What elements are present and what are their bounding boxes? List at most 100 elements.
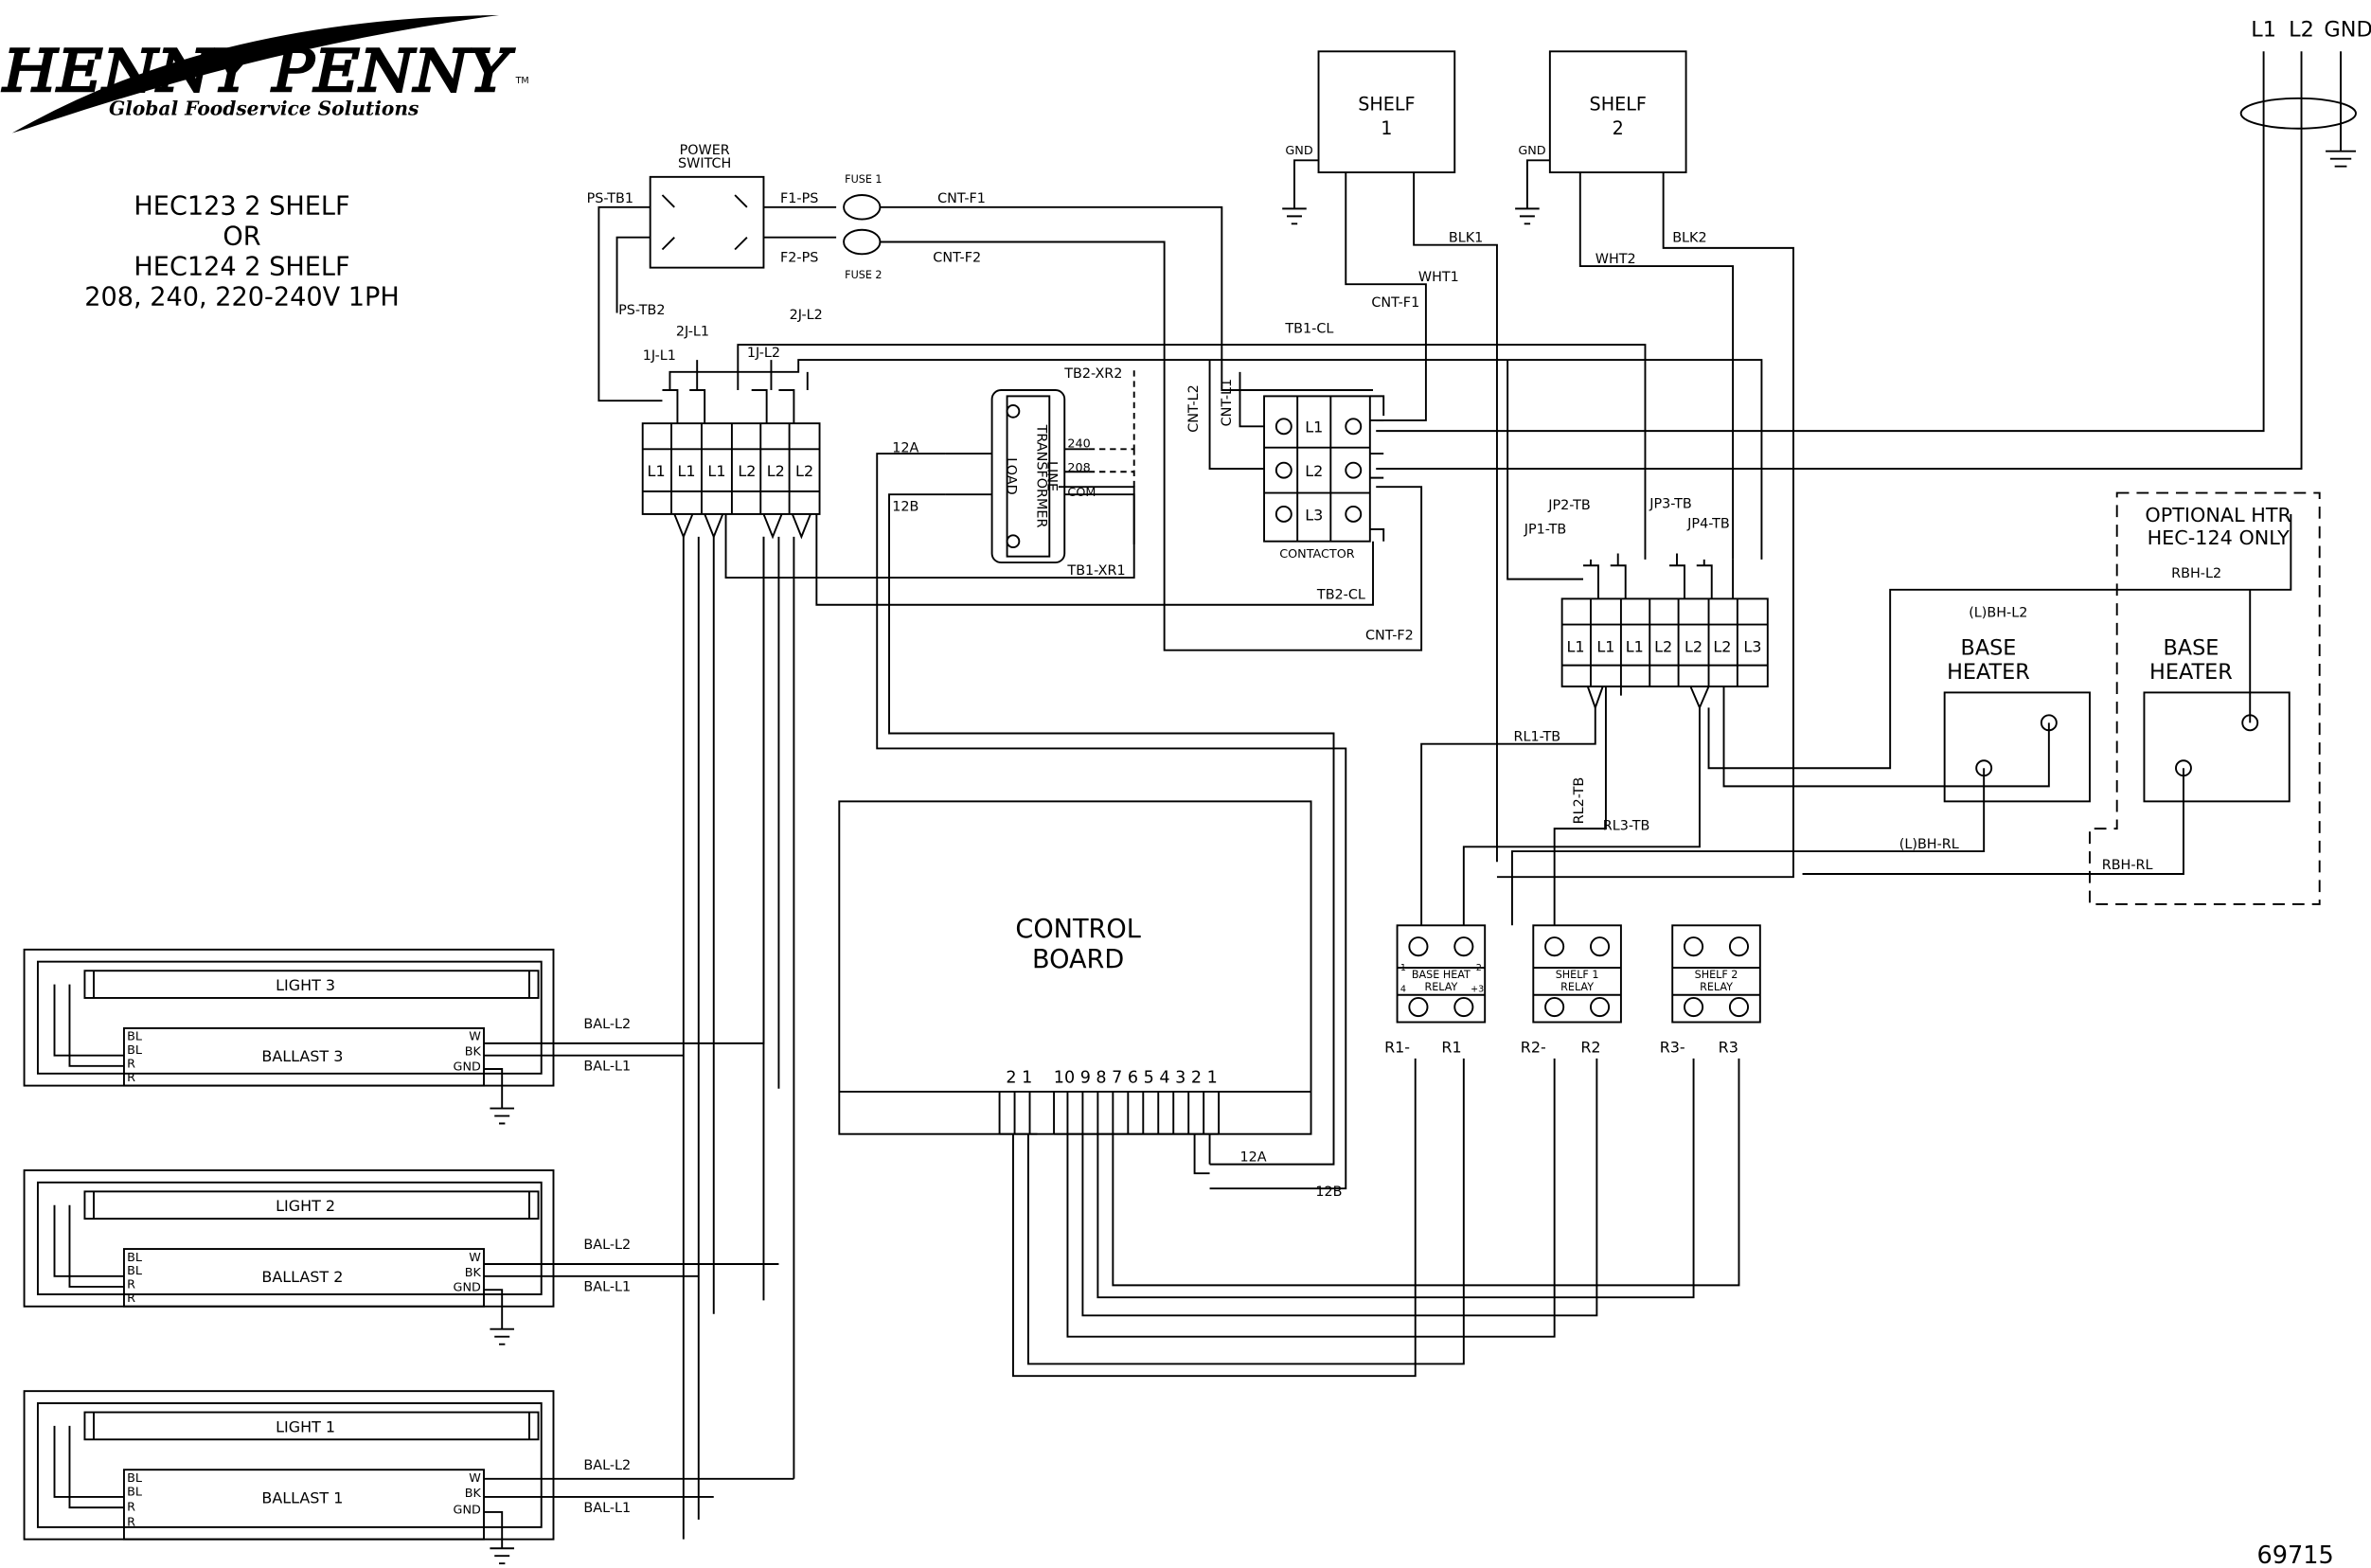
- title-line-4: 208, 240, 220-240V 1PH: [84, 283, 400, 312]
- svg-text:SHELF 2: SHELF 2: [1695, 969, 1738, 981]
- svg-text:1: 1: [1400, 963, 1406, 973]
- fuse-1-label: FUSE 1: [845, 173, 882, 186]
- svg-text:L3: L3: [1743, 637, 1761, 655]
- svg-text:BALLAST 1: BALLAST 1: [261, 1488, 343, 1506]
- svg-text:HEATER: HEATER: [2149, 660, 2233, 685]
- svg-text:BAL-L2: BAL-L2: [583, 1458, 631, 1473]
- svg-text:W: W: [469, 1251, 481, 1265]
- svg-text:RELAY: RELAY: [1560, 981, 1594, 993]
- svg-text:GND: GND: [454, 1060, 481, 1075]
- svg-text:R: R: [127, 1278, 135, 1292]
- light-2-assembly: [23, 1169, 779, 1345]
- terminal-block-right-labels: L1 L1 L1 L2 L2 L2 L3: [1566, 637, 1761, 655]
- svg-text:BAL-L2: BAL-L2: [583, 1238, 631, 1253]
- svg-text:JP3-TB: JP3-TB: [1649, 497, 1692, 512]
- svg-text:GND: GND: [1285, 144, 1312, 158]
- light-1-assembly: [23, 1390, 794, 1565]
- relay-shelf-1: [1532, 924, 1622, 1024]
- svg-text:RL3-TB: RL3-TB: [1603, 819, 1650, 834]
- optional-heater-box: OPTIONAL HTR HEC-124 ONLY: [2088, 491, 2321, 905]
- svg-text:BAL-L1: BAL-L1: [583, 1501, 631, 1516]
- brand-tagline: Global Foodservice Solutions: [109, 97, 419, 119]
- svg-text:1J-L1: 1J-L1: [643, 348, 676, 364]
- control-board: CONTROL BOARD 2 1 10 9 8 7 6 5 4 3 2 1 1…: [838, 800, 1740, 1378]
- svg-text:R2: R2: [1580, 1038, 1600, 1056]
- supply-gnd-label: GND: [2324, 17, 2371, 42]
- svg-text:(L)BH-L2: (L)BH-L2: [1969, 606, 2027, 621]
- svg-text:L2: L2: [1713, 637, 1731, 655]
- base-heater-right: BASE HEATER: [1802, 589, 2291, 875]
- svg-text:JP1-TB: JP1-TB: [1524, 523, 1567, 538]
- ballast-wire-labels: BAL-L2 BAL-L1 BAL-L2 BAL-L1 BAL-L2 BAL-L…: [583, 1017, 631, 1516]
- svg-text:BALLAST 2: BALLAST 2: [261, 1268, 343, 1286]
- svg-text:BL: BL: [127, 1485, 143, 1499]
- svg-text:BL: BL: [127, 1030, 143, 1044]
- svg-text:BK: BK: [465, 1266, 482, 1280]
- svg-text:PS-TB2: PS-TB2: [618, 303, 665, 318]
- svg-text:208: 208: [1067, 461, 1090, 475]
- svg-text:CNT-F2: CNT-F2: [1365, 628, 1414, 643]
- svg-text:L2: L2: [767, 462, 785, 480]
- svg-text:L2: L2: [738, 462, 756, 480]
- svg-text:R: R: [127, 1057, 135, 1071]
- svg-text:BL: BL: [127, 1264, 143, 1278]
- svg-text:L1: L1: [1596, 637, 1614, 655]
- svg-text:12B: 12B: [1315, 1185, 1342, 1200]
- svg-text:LIGHT 2: LIGHT 2: [276, 1197, 335, 1215]
- shelf-1: SHELF 1 GND: [1282, 50, 1498, 863]
- svg-text:R: R: [127, 1515, 135, 1529]
- svg-text:BAL-L1: BAL-L1: [583, 1060, 631, 1075]
- svg-text:CNT-L1: CNT-L1: [1220, 379, 1235, 427]
- svg-text:L1: L1: [707, 462, 725, 480]
- svg-text:LIGHT 1: LIGHT 1: [276, 1417, 335, 1435]
- control-board-line-1: CONTROL: [1015, 915, 1140, 944]
- svg-text:CNT-F1: CNT-F1: [1371, 295, 1419, 311]
- svg-text:F2-PS: F2-PS: [780, 250, 818, 265]
- svg-text:PS-TB1: PS-TB1: [587, 191, 633, 206]
- svg-text:LOAD: LOAD: [1004, 457, 1019, 494]
- brand-logo: HENNY PENNY TM Global Foodservice Soluti…: [1, 14, 529, 134]
- svg-text:COM: COM: [1067, 486, 1096, 500]
- svg-text:RL2-TB: RL2-TB: [1572, 777, 1587, 825]
- svg-text:HEC-124 ONLY: HEC-124 ONLY: [2148, 526, 2291, 549]
- svg-text:BK: BK: [465, 1045, 482, 1060]
- diagram-title: HEC123 2 SHELF OR HEC124 2 SHELF 208, 24…: [84, 192, 400, 312]
- svg-text:L1: L1: [677, 462, 695, 480]
- ballast-pin-labels: BL BL R R W BK GND BL BL R R W BK GND BL…: [127, 1030, 481, 1530]
- svg-text:BASE: BASE: [2163, 635, 2219, 660]
- light-labels: LIGHT 3 BALLAST 3 LIGHT 2 BALLAST 2 LIGH…: [261, 976, 343, 1506]
- svg-text:SHELF: SHELF: [1358, 94, 1415, 116]
- title-line-1: HEC123 2 SHELF: [134, 192, 349, 222]
- power-supply: L1 L2 GND: [1376, 17, 2371, 471]
- svg-text:BAL-L1: BAL-L1: [583, 1280, 631, 1295]
- title-line-3: HEC124 2 SHELF: [134, 253, 349, 282]
- svg-text:CONTACTOR: CONTACTOR: [1279, 547, 1355, 561]
- svg-text:LIGHT 3: LIGHT 3: [276, 976, 335, 994]
- svg-text:BL: BL: [127, 1471, 143, 1486]
- svg-text:CNT-F1: CNT-F1: [937, 191, 986, 206]
- base-heater-left: BASE HEATER: [1510, 635, 2091, 926]
- terminal-block-left-labels: L1 L1 L1 L2 L2 L2: [648, 462, 814, 480]
- svg-text:2J-L1: 2J-L1: [676, 325, 709, 340]
- svg-text:240: 240: [1067, 437, 1090, 452]
- svg-text:BALLAST 3: BALLAST 3: [261, 1047, 343, 1065]
- svg-text:L2: L2: [1654, 637, 1672, 655]
- svg-text:R3-: R3-: [1660, 1038, 1685, 1056]
- light-3-assembly: [23, 536, 765, 1125]
- svg-text:GND: GND: [1518, 144, 1545, 158]
- svg-text:L3: L3: [1305, 506, 1323, 524]
- svg-text:R: R: [127, 1292, 135, 1306]
- fuses: FUSE 1 FUSE 2: [843, 173, 1423, 651]
- svg-text:BLK2: BLK2: [1672, 231, 1706, 246]
- svg-text:TB1-CL: TB1-CL: [1284, 321, 1333, 336]
- supply-l2-label: L2: [2289, 17, 2314, 42]
- svg-text:12A: 12A: [1239, 1149, 1266, 1165]
- svg-text:R1: R1: [1441, 1038, 1461, 1056]
- svg-text:JP4-TB: JP4-TB: [1686, 516, 1730, 531]
- svg-text:RELAY: RELAY: [1424, 981, 1457, 993]
- supply-l1-label: L1: [2251, 17, 2276, 42]
- brand-tm: TM: [515, 76, 529, 86]
- svg-text:2 1: 2 1: [1006, 1068, 1032, 1087]
- svg-text:RL1-TB: RL1-TB: [1514, 729, 1561, 744]
